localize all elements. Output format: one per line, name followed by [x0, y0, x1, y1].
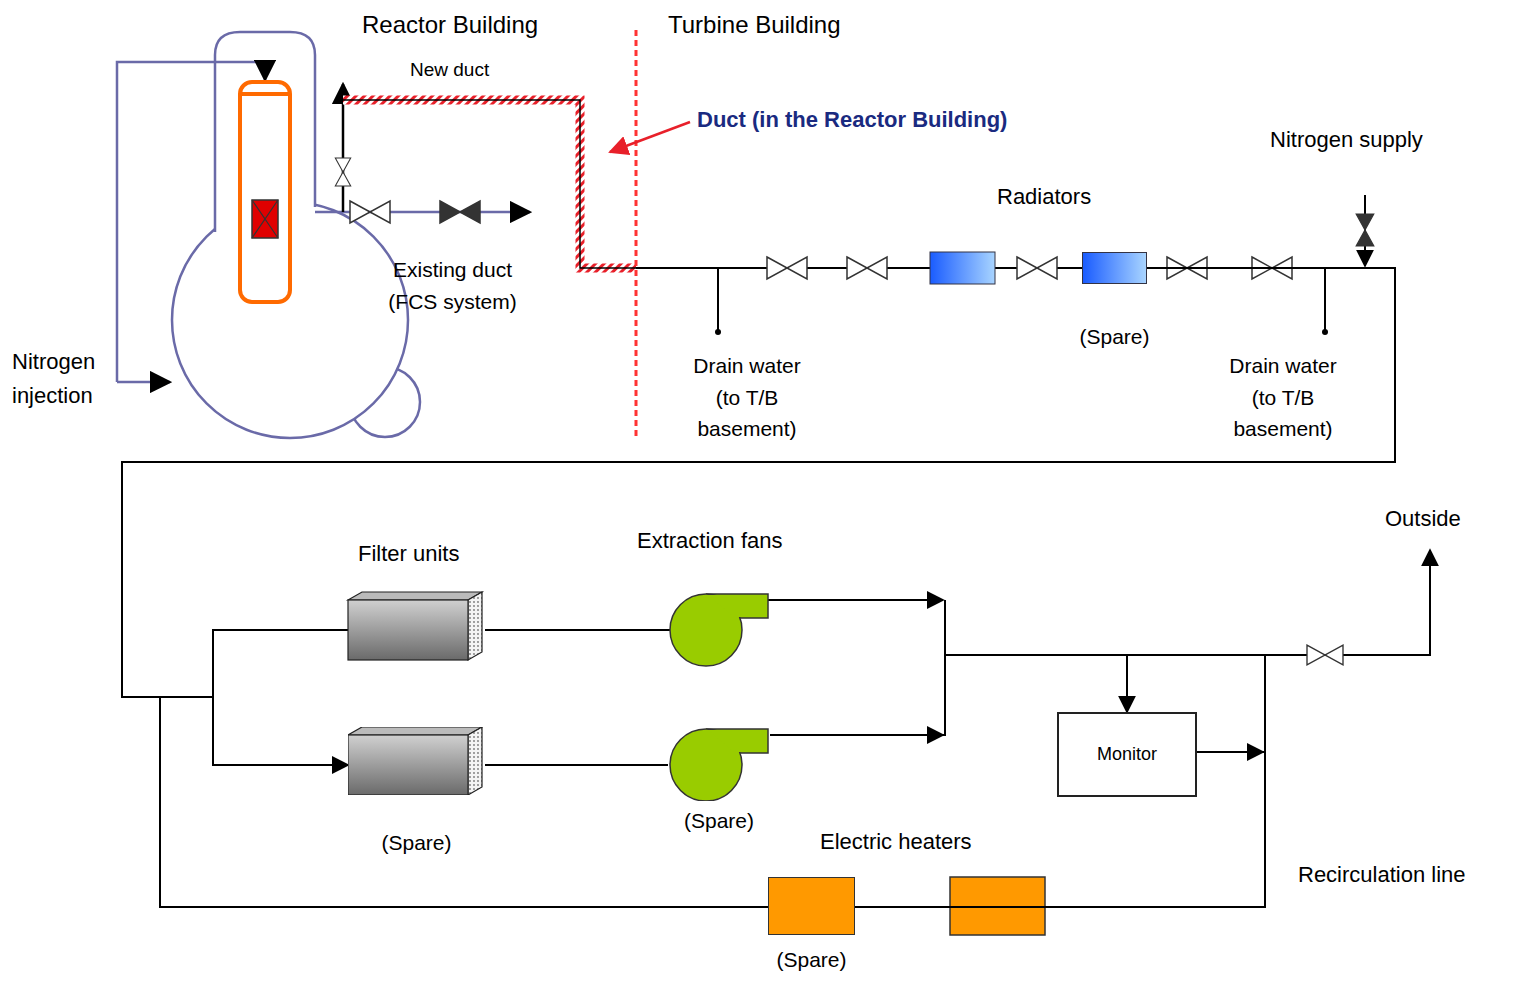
valve: [1307, 645, 1343, 665]
monitor-box: Monitor: [1057, 712, 1197, 797]
valve: [1356, 214, 1374, 246]
pipe-connector: [160, 697, 768, 907]
radiator: [930, 252, 995, 284]
valve: [1017, 257, 1057, 279]
valve: [767, 257, 807, 279]
reactor-containment: [172, 32, 420, 438]
text-label: Turbine Building: [668, 10, 841, 40]
drain-point: [1322, 329, 1328, 335]
spare-label: (Spare): [381, 831, 451, 855]
valve: [350, 201, 390, 223]
text-label: Duct (in the Reactor Building): [697, 106, 1007, 134]
valve: [335, 158, 350, 186]
text-label: Electric heaters: [820, 828, 972, 856]
valve: [440, 201, 480, 223]
spare-label: (Spare): [1079, 325, 1149, 349]
piping: [122, 195, 1430, 907]
extraction-fan: [670, 594, 768, 666]
building-boundary: [635, 30, 638, 440]
text-label: Outside: [1385, 505, 1461, 533]
fan-shape: [668, 717, 770, 801]
text-label: Drain water (to T/B basement): [1218, 350, 1348, 445]
text-label: New duct: [410, 58, 489, 82]
filter-unit: [348, 592, 482, 660]
box-label: Monitor: [1097, 744, 1157, 765]
radiator: (Spare): [1082, 252, 1147, 284]
spare-label: (Spare): [684, 809, 754, 833]
text-label: Radiators: [997, 183, 1091, 211]
text-label: Nitrogen supply: [1270, 126, 1423, 154]
text-label: Drain water (to T/B basement): [682, 350, 812, 445]
text-label: Filter units: [358, 540, 459, 568]
callout-arrow: [610, 122, 690, 152]
reactor-vessel: [240, 82, 290, 302]
extraction-fan: (Spare): [668, 717, 770, 801]
filter-unit: (Spare): [348, 727, 485, 795]
electric-heater: (Spare): [768, 877, 855, 935]
drain-point: [715, 329, 721, 335]
text-label: Existing duct (FCS system): [370, 254, 535, 317]
text-label: Reactor Building: [362, 10, 538, 40]
text-label: Recirculation line: [1298, 861, 1466, 889]
text-label: Nitrogen injection: [12, 345, 137, 413]
pipe-connector: [485, 764, 668, 766]
filter-shape: [348, 727, 485, 795]
valve: [847, 257, 887, 279]
pipe-connector: [122, 268, 1395, 765]
new-duct: [343, 100, 636, 268]
spare-label: (Spare): [776, 948, 846, 972]
text-label: Extraction fans: [637, 527, 783, 555]
